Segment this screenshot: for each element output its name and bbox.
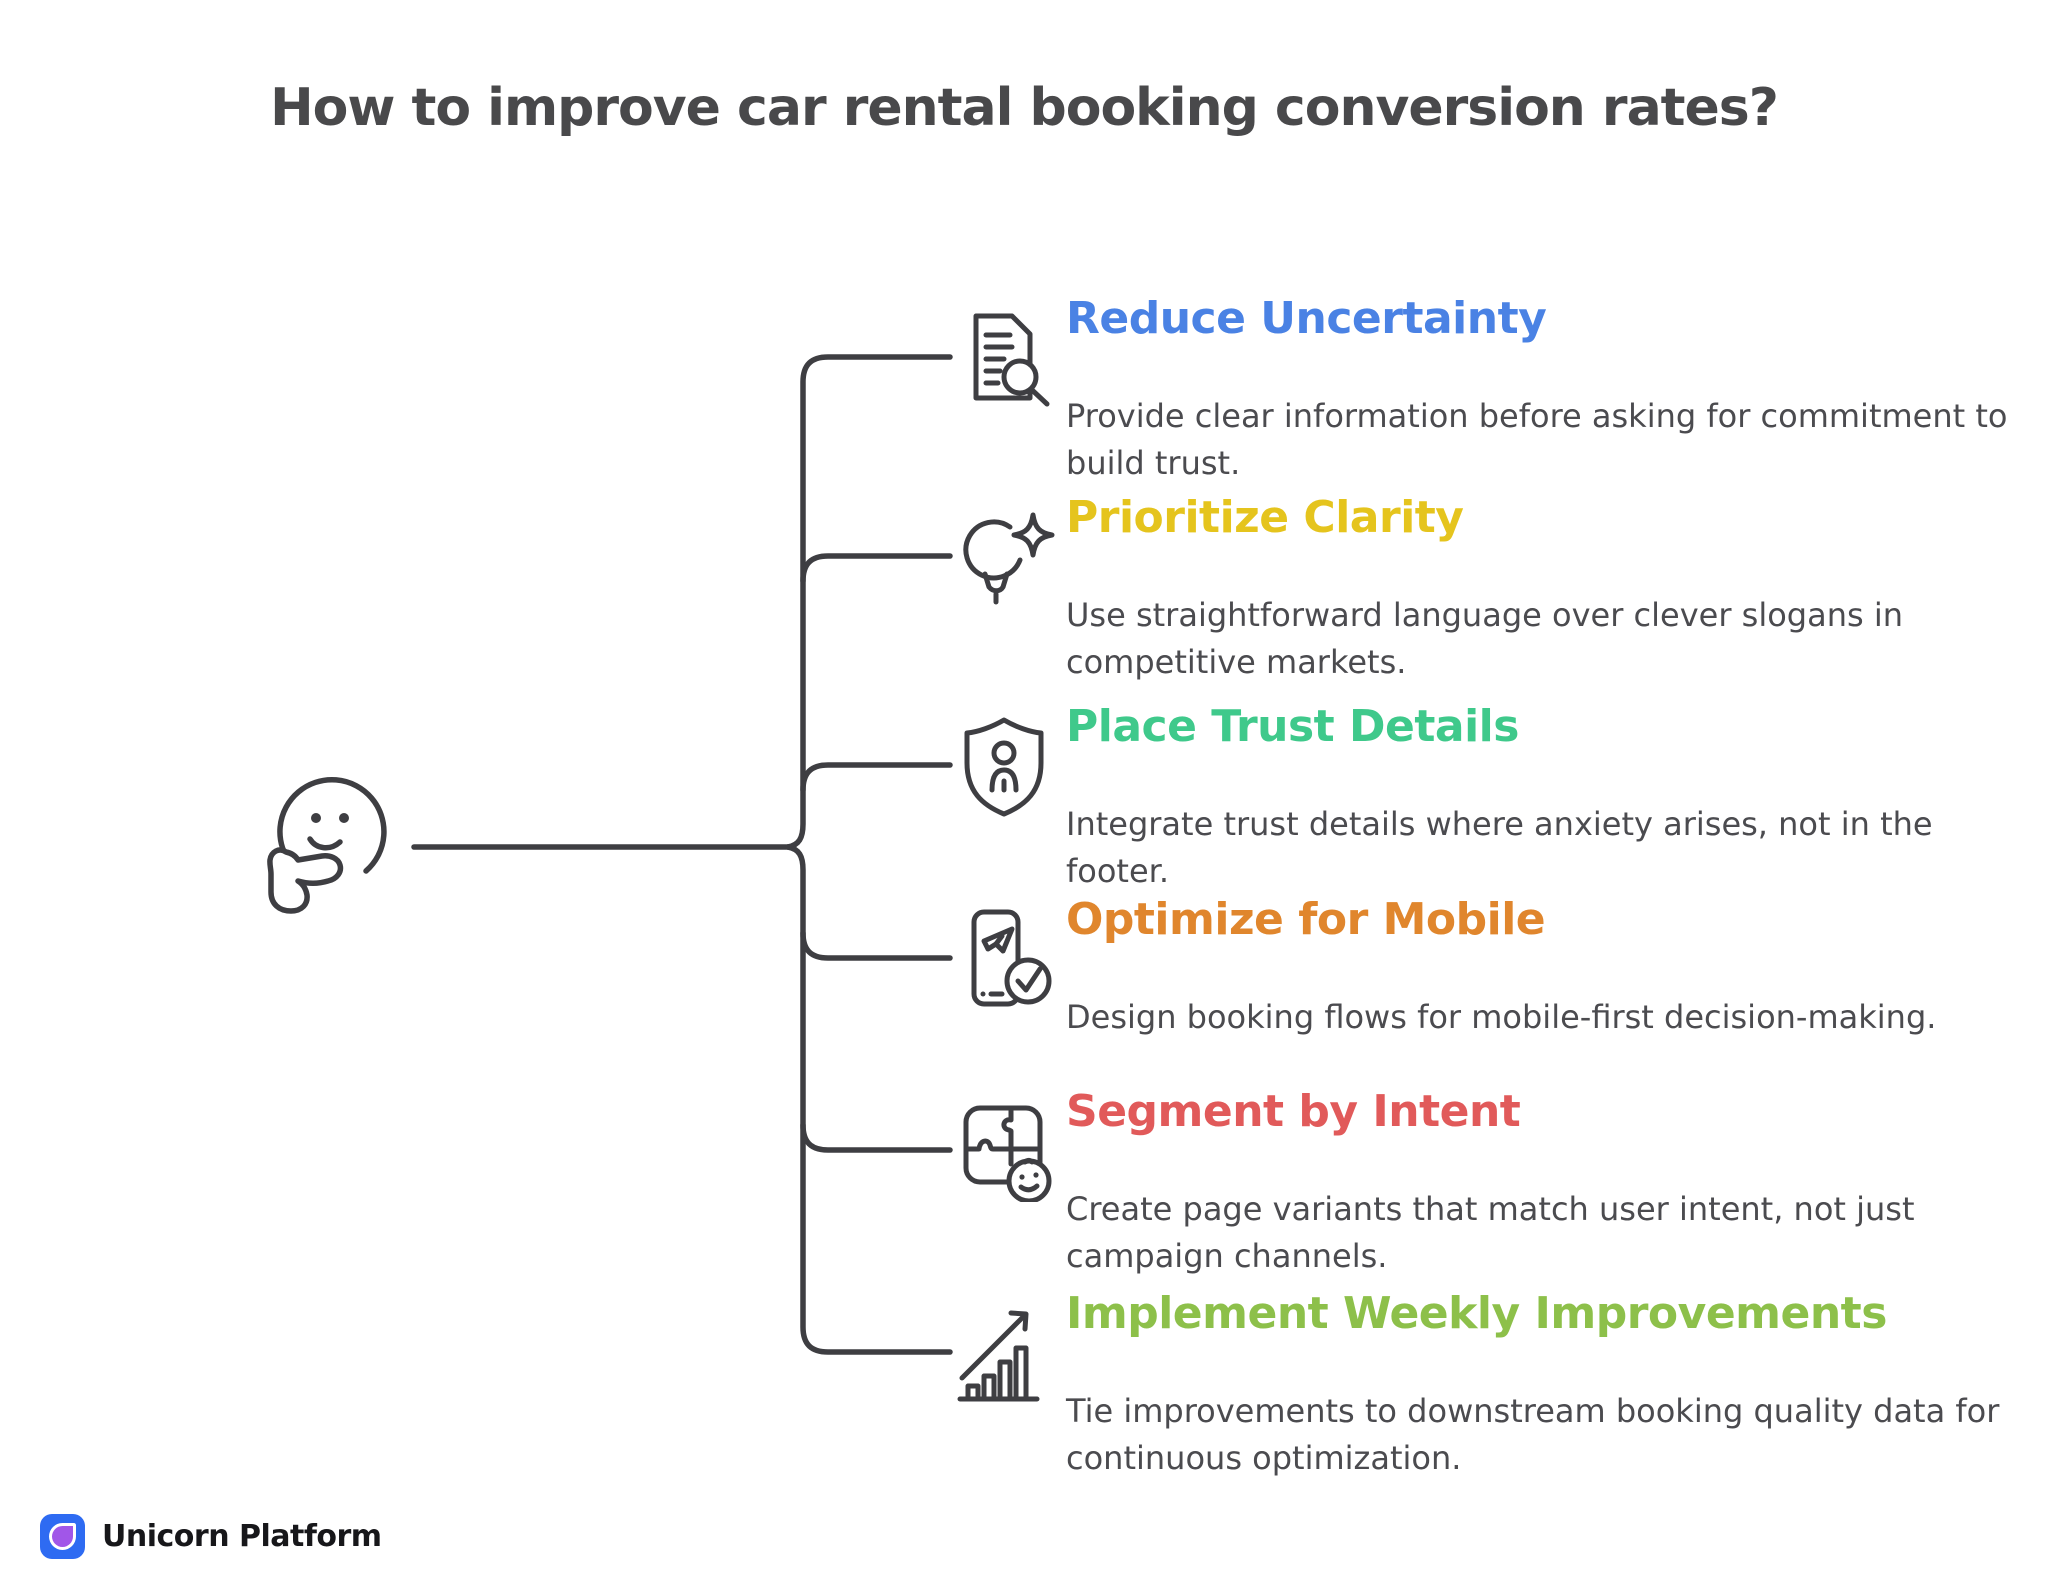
shield-person-icon — [964, 717, 1044, 817]
mobile-check-icon — [971, 909, 1052, 1007]
mindmap-item-reduce-uncertainty: Reduce Uncertainty Provide clear informa… — [952, 291, 2032, 487]
brand-name: Unicorn Platform — [102, 1519, 382, 1554]
page-title: How to improve car rental booking conver… — [270, 78, 1779, 138]
growth-chart-icon — [957, 1310, 1040, 1402]
unicorn-platform-logo-icon — [40, 1514, 85, 1559]
mindmap-item-segment-by-intent: Segment by Intent Create page variants t… — [952, 1084, 2032, 1280]
item-body: Create page variants that match user int… — [1066, 1190, 1915, 1275]
item-heading: Segment by Intent — [1066, 1086, 1521, 1137]
mindmap-item-optimize-for-mobile: Optimize for Mobile Design booking flows… — [952, 892, 2032, 1041]
item-heading: Optimize for Mobile — [1066, 894, 1546, 945]
document-search-icon — [973, 313, 1050, 407]
item-body: Design booking flows for mobile-first de… — [1066, 998, 1937, 1036]
unicorn-platform-brand[interactable]: Unicorn Platform — [40, 1514, 382, 1559]
item-heading: Reduce Uncertainty — [1066, 293, 1547, 344]
item-body: Tie improvements to downstream booking q… — [1066, 1392, 2000, 1477]
thinking-face-icon — [267, 776, 387, 914]
mindmap-item-implement-weekly-improvements: Implement Weekly Improvements Tie improv… — [952, 1286, 2032, 1482]
lightbulb-sparkle-icon — [963, 512, 1055, 605]
item-body: Integrate trust details where anxiety ar… — [1066, 805, 1933, 890]
mindmap-item-prioritize-clarity: Prioritize Clarity Use straightforward l… — [952, 490, 2032, 686]
item-heading: Implement Weekly Improvements — [1066, 1288, 1887, 1339]
item-heading: Prioritize Clarity — [1066, 492, 1464, 543]
item-heading: Place Trust Details — [1066, 701, 1519, 752]
item-body: Use straightforward language over clever… — [1066, 596, 1903, 681]
item-body: Provide clear information before asking … — [1066, 397, 2008, 482]
drop-icon — [49, 1523, 76, 1550]
mindmap-item-place-trust-details: Place Trust Details Integrate trust deta… — [952, 699, 2032, 895]
puzzle-smiley-icon — [963, 1105, 1052, 1202]
